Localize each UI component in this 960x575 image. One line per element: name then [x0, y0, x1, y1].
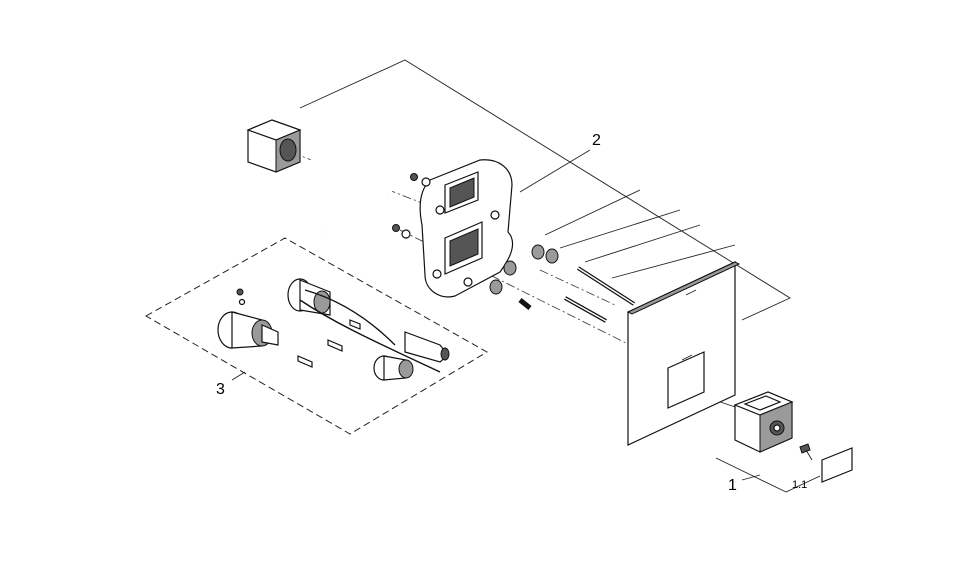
callout-3: 3 [216, 381, 225, 398]
leader-line-1-1 [785, 475, 821, 493]
cartridge-kit-parts [217, 278, 450, 381]
cartridge-kit-outline [144, 237, 488, 435]
seal-gasket-part [309, 100, 410, 233]
leader-line-1b [741, 474, 761, 481]
plate-screws-part [392, 173, 431, 239]
callout-1: 1 [728, 477, 737, 494]
mounting-plate-part [419, 159, 514, 298]
long-bolts-part [518, 266, 636, 323]
callout-1-1: 1.1 [792, 479, 808, 491]
leader-line-3 [231, 371, 246, 381]
wall-box-part [246, 119, 302, 173]
cover-plate-part [626, 261, 741, 446]
callout-2: 2 [592, 132, 601, 149]
control-module-part [733, 391, 794, 453]
leader-line-1 [715, 457, 787, 493]
nuts-part [489, 244, 559, 295]
cover-cap-part [799, 443, 853, 483]
